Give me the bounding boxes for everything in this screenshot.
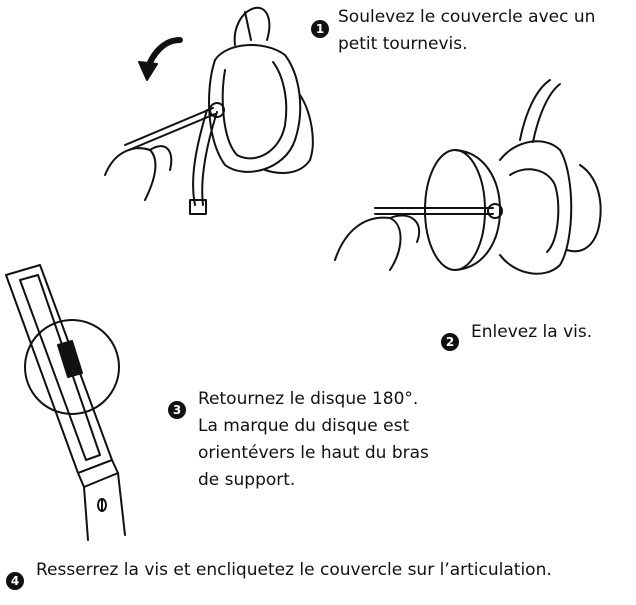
step-3-number-badge: 3 — [168, 401, 186, 419]
step-4-line-1: Resserrez la vis et encliquetez le couve… — [36, 557, 636, 584]
step-1-line-1: Soulevez le couvercle avec un — [338, 4, 636, 31]
step-2-line-1: Enlevez la vis. — [471, 319, 636, 346]
step-4-instruction: 4 Resserrez la vis et encliquetez le cou… — [36, 557, 636, 584]
illustration-lift-cover — [95, 0, 315, 230]
illustration-turn-disc — [0, 255, 170, 555]
step-1-line-2: petit tournevis. — [338, 31, 636, 58]
illustration-remove-screw — [335, 80, 605, 310]
step-3-line-3: orientévers le haut du bras — [198, 440, 498, 467]
step-3-line-2: La marque du disque est — [198, 413, 498, 440]
step-3-instruction: 3 Retournez le disque 180°. La marque du… — [198, 386, 498, 494]
step-3-line-1: Retournez le disque 180°. — [198, 386, 498, 413]
step-1-instruction: 1 Soulevez le couvercle avec un petit to… — [338, 4, 636, 58]
step-2-instruction: 2 Enlevez la vis. — [471, 319, 636, 346]
step-2-number-badge: 2 — [441, 333, 459, 351]
step-1-number-badge: 1 — [311, 20, 329, 38]
step-4-number-badge: 4 — [6, 572, 24, 590]
step-3-line-4: de support. — [198, 467, 498, 494]
